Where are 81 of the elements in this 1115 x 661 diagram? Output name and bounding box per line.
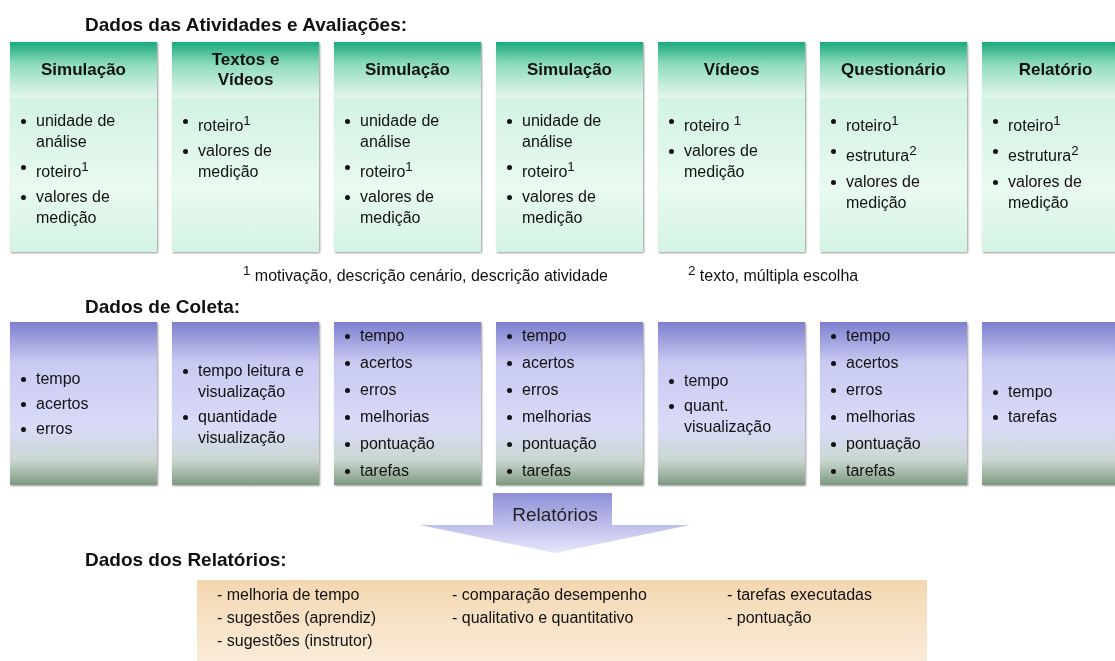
- data-panel: [172, 322, 319, 485]
- list-item: valores de medição: [182, 140, 313, 183]
- list-item: quantidade visualização: [182, 405, 313, 448]
- list-item: tempo: [668, 370, 799, 391]
- activity-card: [982, 42, 1115, 252]
- list-item: acertos: [20, 393, 151, 414]
- list-item: roteiro$^{1}$: [830, 110, 961, 137]
- list-item: roteiro$^{1}$: [992, 110, 1115, 137]
- list-item: roteiro$^{1}$: [20, 156, 151, 183]
- list-item: roteiro$^{1}$: [182, 110, 313, 137]
- list-item: roteiro$^{1}$: [506, 156, 637, 183]
- list-item: quant. visualização: [668, 395, 799, 437]
- list-item: - melhoria de tempo: [217, 586, 361, 604]
- list-item: valores de medição: [506, 186, 637, 229]
- list-item: melhorias: [344, 405, 475, 427]
- list-item: tempo: [830, 324, 961, 346]
- list-item: - tarefas executadas: [727, 586, 873, 604]
- section-heading: Dados das Atividades e Avaliações:: [85, 14, 408, 36]
- list-item: valores de medição: [830, 170, 961, 213]
- data-panel: [10, 322, 157, 485]
- list-item: tempo: [992, 380, 1115, 402]
- activity-card: [172, 42, 319, 252]
- footnote: $^{2}$ texto, múltipla escolha: [688, 263, 859, 286]
- list-item: tarefas: [506, 459, 637, 481]
- list-item: erros: [20, 418, 151, 439]
- list-item: valores de medição: [344, 186, 475, 229]
- list-item: tempo: [20, 368, 151, 389]
- block-arrow: [420, 493, 690, 553]
- activity-card: [820, 42, 967, 252]
- card-header: Questionário: [820, 42, 967, 98]
- data-panel: [658, 322, 805, 485]
- activity-card: [496, 42, 643, 252]
- card-header: Relatório: [982, 42, 1115, 98]
- list-item: roteiro $^{1}$: [668, 110, 799, 137]
- list-item: valores de medição: [668, 140, 799, 183]
- card-header: Simulação: [496, 42, 643, 98]
- footnote: $^{1}$ motivação, descrição cenário, descrição atividade: [243, 263, 608, 286]
- list-item: acertos: [506, 351, 637, 373]
- list-item: - sugestões (instrutor): [217, 632, 374, 650]
- report-panel: [197, 580, 927, 661]
- list-item: melhorias: [830, 405, 961, 427]
- list-item: - comparação desempenho: [452, 586, 648, 604]
- list-item: valores de medição: [20, 186, 151, 229]
- card-header: Textos e Vídeos: [172, 42, 319, 98]
- card-header: Vídeos: [658, 42, 805, 98]
- arrow-label: Relatórios: [511, 504, 599, 526]
- list-item: melhorias: [506, 405, 637, 427]
- data-panel: [496, 322, 643, 485]
- list-item: erros: [344, 378, 475, 400]
- list-item: erros: [830, 378, 961, 400]
- list-item: pontuação: [506, 432, 637, 454]
- list-item: - sugestões (aprendiz): [217, 609, 378, 627]
- list-item: acertos: [830, 351, 961, 373]
- section-heading: Dados dos Relatórios:: [85, 549, 287, 571]
- card-header: Simulação: [10, 42, 157, 98]
- list-item: acertos: [344, 351, 475, 373]
- data-panel: [334, 322, 481, 485]
- list-item: estrutura$^{2}$: [830, 140, 961, 167]
- list-item: - qualitativo e quantitativo: [452, 609, 635, 627]
- list-item: pontuação: [344, 432, 475, 454]
- activity-card: [10, 42, 157, 252]
- data-panel: [820, 322, 967, 485]
- activity-card: [334, 42, 481, 252]
- list-item: tarefas: [830, 459, 961, 481]
- list-item: unidade de análise: [20, 110, 151, 152]
- list-item: tarefas: [992, 405, 1115, 427]
- data-panel: [982, 322, 1115, 485]
- list-item: valores de medição: [992, 170, 1115, 213]
- list-item: estrutura$^{2}$: [992, 140, 1115, 167]
- list-item: erros: [506, 378, 637, 400]
- list-item: pontuação: [830, 432, 961, 454]
- list-item: tempo: [506, 324, 637, 346]
- list-item: tarefas: [344, 459, 475, 481]
- section-heading: Dados de Coleta:: [85, 296, 241, 318]
- list-item: - pontuação: [727, 609, 813, 627]
- list-item: roteiro$^{1}$: [344, 156, 475, 183]
- card-header: Simulação: [334, 42, 481, 98]
- activity-card: [658, 42, 805, 252]
- list-item: unidade de análise: [506, 110, 637, 152]
- list-item: tempo: [344, 324, 475, 346]
- list-item: unidade de análise: [344, 110, 475, 152]
